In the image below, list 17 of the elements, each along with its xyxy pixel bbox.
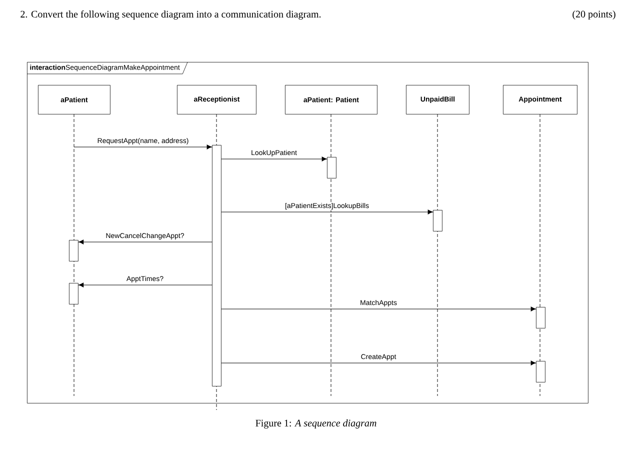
activation-bar (327, 157, 336, 178)
message-arrow (78, 240, 212, 244)
activation-bar (433, 210, 442, 232)
activation-bar (536, 361, 546, 382)
title: 2. Convert the following sequence diagram into a communication diagram. (20, 10, 321, 20)
activation-bar (212, 145, 222, 386)
points-label: (20 points) (572, 10, 616, 20)
activation-bar (69, 240, 78, 262)
activation-bar (536, 307, 546, 328)
caption: Figure 1: A sequence diagram (256, 419, 376, 429)
activation-bar (69, 283, 78, 304)
message-arrow (78, 282, 212, 288)
message-arrow (221, 210, 433, 214)
message-arrow (221, 306, 536, 312)
message-arrow (74, 144, 212, 150)
message-arrow (221, 156, 327, 162)
message-arrow (221, 360, 536, 366)
